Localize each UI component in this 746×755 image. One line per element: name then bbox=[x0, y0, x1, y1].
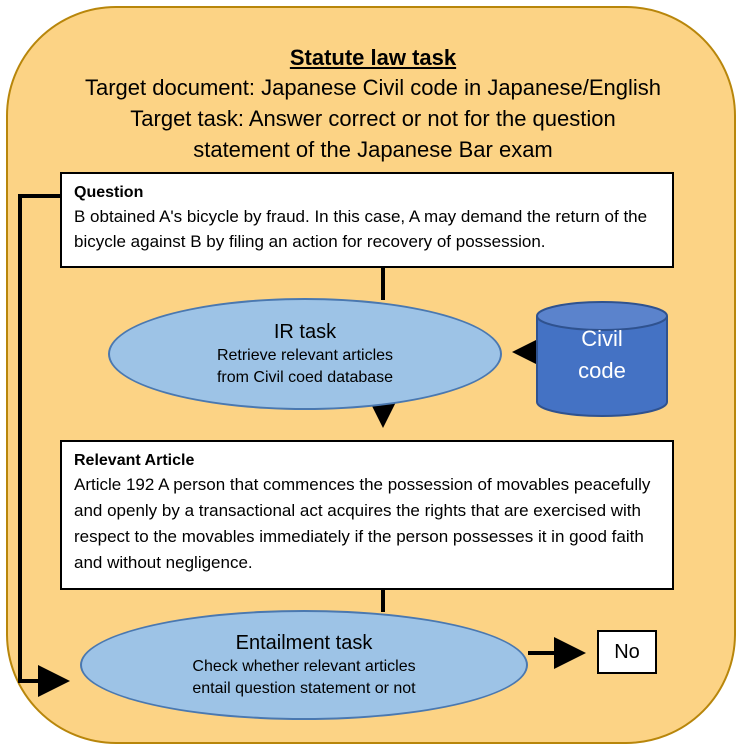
entailment-task-desc-line1: Check whether relevant articles bbox=[192, 658, 416, 675]
relevant-article-heading: Relevant Article bbox=[74, 452, 195, 469]
entailment-task-desc-line2: entail question statement or not bbox=[192, 680, 416, 697]
output-answer-box: No bbox=[597, 630, 657, 674]
entailment-task-title: Entailment task bbox=[235, 632, 373, 654]
target-task-line-continued: statement of the Japanese Bar exam bbox=[193, 137, 553, 162]
ir-task-desc-line2: from Civil coed database bbox=[216, 369, 394, 386]
output-answer-label: No bbox=[614, 640, 640, 663]
ir-task-title: IR task bbox=[273, 321, 337, 343]
arrow-question-to-entailment bbox=[18, 194, 70, 697]
question-box: Question B obtained A's bicycle by fraud… bbox=[60, 172, 674, 268]
relevant-article-text: Article 192 A person that commences the … bbox=[74, 475, 651, 572]
target-task-line: Target task: Answer correct or not for t… bbox=[130, 106, 616, 131]
target-document-line: Target document: Japanese Civil code in … bbox=[84, 75, 662, 100]
database-cylinder-icon bbox=[536, 301, 668, 417]
ir-task-desc-line1: Retrieve relevant articles bbox=[216, 347, 394, 364]
header: Statute law task Target document: Japane… bbox=[40, 44, 706, 165]
ir-task-ellipse: IR task Retrieve relevant articles from … bbox=[108, 298, 502, 410]
entailment-task-ellipse: Entailment task Check whether relevant a… bbox=[80, 610, 528, 720]
diagram-title: Statute law task bbox=[289, 45, 457, 70]
database-label-line1: Civil bbox=[581, 326, 623, 351]
relevant-article-box: Relevant Article Article 192 A person th… bbox=[60, 440, 674, 590]
database-label-line2: code bbox=[578, 358, 626, 383]
database-label: Civil code bbox=[537, 323, 667, 387]
question-text: B obtained A's bicycle by fraud. In this… bbox=[74, 207, 648, 251]
question-heading: Question bbox=[74, 184, 144, 201]
